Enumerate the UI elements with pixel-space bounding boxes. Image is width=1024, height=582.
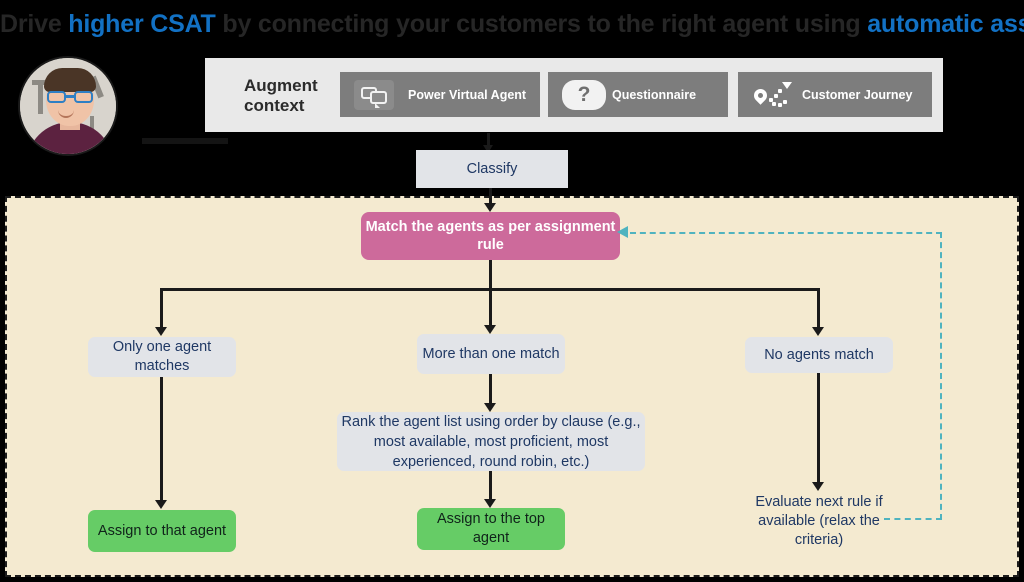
classify-node[interactable]: Classify bbox=[416, 150, 568, 188]
evaluate-next-rule-text: Evaluate next rule if available (relax t… bbox=[755, 494, 883, 548]
customer-journey-button[interactable]: Customer Journey bbox=[738, 72, 932, 117]
augment-context-label: Augment context bbox=[244, 76, 336, 116]
arrowhead-branch-left bbox=[155, 327, 167, 336]
title-part-2-highlight: higher CSAT bbox=[68, 10, 216, 38]
avatar-glasses-bridge bbox=[66, 95, 74, 98]
connector-one-to-assign bbox=[160, 377, 163, 501]
slide-title: Drive higher CSAT by connecting your cus… bbox=[0, 6, 1024, 42]
questionnaire-label: Questionnaire bbox=[612, 87, 697, 102]
presenter-title-bar bbox=[142, 138, 228, 144]
branch-no-match-node[interactable]: No agents match bbox=[745, 337, 893, 373]
rank-agents-node[interactable]: Rank the agent list using order by claus… bbox=[337, 412, 645, 471]
augment-context-label-line1: Augment bbox=[244, 76, 318, 95]
title-part-1: Drive bbox=[0, 10, 62, 38]
presenter-block bbox=[18, 56, 228, 156]
arrowhead-classify-to-match bbox=[484, 203, 496, 212]
arrow-to-classify bbox=[483, 133, 493, 153]
avatar-smile bbox=[58, 110, 74, 118]
arrowhead-rank-to-assign bbox=[484, 499, 496, 508]
connector-branch-right-drop bbox=[817, 288, 820, 328]
title-part-4-highlight: automatic assignment. bbox=[867, 10, 1024, 38]
avatar-wall-art-6 bbox=[90, 116, 94, 132]
feedback-loop-top-segment bbox=[630, 232, 942, 234]
power-virtual-agent-button[interactable]: Power Virtual Agent bbox=[340, 72, 540, 117]
branch-many-match-node[interactable]: More than one match bbox=[417, 334, 565, 374]
connector-match-down bbox=[489, 260, 492, 290]
power-virtual-agent-label: Power Virtual Agent bbox=[408, 87, 527, 102]
avatar-lens-right bbox=[74, 91, 93, 103]
arrowhead-none-to-evaluate bbox=[812, 482, 824, 491]
arrowhead-one-to-assign bbox=[155, 500, 167, 509]
avatar-hair bbox=[44, 68, 96, 92]
customer-journey-label: Customer Journey bbox=[802, 87, 913, 102]
avatar-wall-art-2 bbox=[32, 80, 50, 85]
augment-context-label-line2: context bbox=[244, 96, 305, 115]
branch-one-match-node[interactable]: Only one agent matches bbox=[88, 337, 236, 377]
question-mark-icon: ? bbox=[562, 79, 606, 110]
assign-top-agent-node[interactable]: Assign to the top agent bbox=[417, 508, 565, 550]
feedback-loop-right-segment bbox=[940, 232, 942, 520]
assign-that-agent-node[interactable]: Assign to that agent bbox=[88, 510, 236, 552]
avatar-glasses bbox=[46, 91, 94, 103]
journey-path-icon bbox=[751, 80, 792, 110]
connector-none-to-evaluate bbox=[817, 373, 820, 483]
avatar-lens-left bbox=[47, 91, 66, 103]
connector-branch-mid-drop bbox=[489, 288, 492, 326]
feedback-loop-bottom-segment bbox=[884, 518, 942, 520]
title-part-3: by connecting your customers to the righ… bbox=[222, 10, 861, 38]
connector-many-to-rank bbox=[489, 374, 492, 404]
avatar-wall-art-1 bbox=[38, 80, 43, 114]
connector-classify-to-match bbox=[489, 188, 492, 204]
connector-branch-left-drop bbox=[160, 288, 163, 328]
feedback-loop-arrowhead bbox=[617, 226, 628, 238]
match-agents-node[interactable]: Match the agents as per assignment rule bbox=[361, 212, 620, 260]
arrowhead-branch-mid bbox=[484, 325, 496, 334]
questionnaire-button[interactable]: ? Questionnaire bbox=[548, 72, 728, 117]
chat-bubble-icon bbox=[354, 79, 394, 110]
arrowhead-branch-right bbox=[812, 327, 824, 336]
avatar bbox=[18, 56, 118, 156]
connector-rank-to-assign bbox=[489, 471, 492, 501]
arrowhead-many-to-rank bbox=[484, 403, 496, 412]
